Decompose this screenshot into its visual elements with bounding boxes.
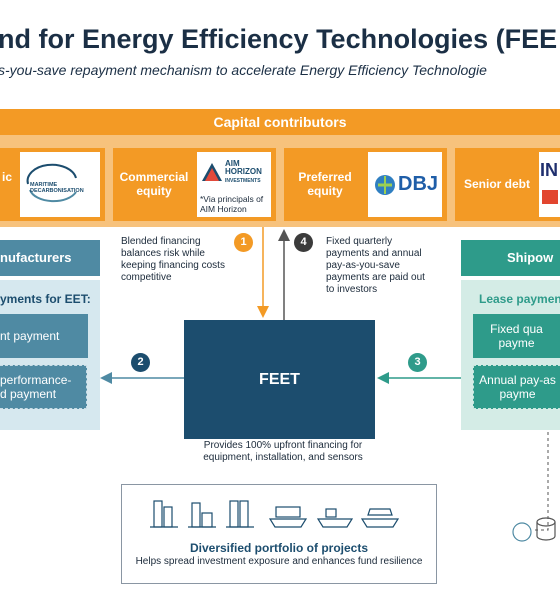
cruise-ship-icon: [360, 508, 400, 528]
mpa-logo-icon: [26, 163, 77, 203]
dbj-text: DBJ: [398, 173, 439, 195]
portfolio-title: Diversified portfolio of projects: [189, 541, 369, 555]
ing-text: IN: [540, 160, 558, 180]
contributor-tile-senior-debt: Senior debt IN: [455, 148, 560, 221]
aim-horizon-logo: AIM HORIZON INVESTMENTS *Via principals …: [197, 152, 271, 217]
ing-lion-icon: [542, 190, 558, 204]
upfront-payment-box: nt payment: [0, 314, 88, 358]
step-4-badge: 4: [294, 233, 313, 252]
investments-text: INVESTMENTS: [225, 178, 261, 184]
payments-for-eet-title: yments for EET:: [0, 292, 91, 306]
container-ship-icon: [268, 506, 308, 528]
silo-icon: [188, 502, 216, 528]
lease-payments-title: Lease payment: [479, 292, 560, 306]
portfolio-box: Diversified portfolio of projects Helps …: [121, 484, 437, 584]
manufacturers-panel: yments for EET: nt payment performance-d…: [0, 280, 100, 430]
page-title: nd for Energy Efficiency Technologies (F…: [0, 24, 558, 54]
feet-fund-box: FEET: [184, 320, 375, 439]
contributor-1-logo-text: MARITIME DECARBONISATION: [30, 182, 84, 194]
contributor-tile-1: ic MARITIME DECARBONISATION: [0, 148, 105, 221]
manufacturers-header: nufacturers: [0, 240, 100, 276]
portfolio-subtitle: Helps spread investment exposure and enh…: [135, 556, 423, 567]
capital-contributors-bar: Capital contributors: [0, 109, 560, 135]
refinery-icon: [150, 500, 178, 528]
hand-money-icon: [512, 522, 532, 542]
horizon-text: HORIZON: [225, 167, 262, 176]
step-2-badge: 2: [131, 353, 150, 372]
step-3-badge: 3: [408, 353, 427, 372]
senior-debt-label: Senior debt: [463, 177, 530, 191]
shipowners-header: Shipow: [461, 240, 560, 276]
investment-icons: [512, 517, 556, 542]
dbj-logo: DBJ: [368, 152, 442, 217]
project-icons: [150, 500, 400, 528]
contributor-1-logo: MARITIME DECARBONISATION: [20, 152, 100, 217]
cargo-ship-icon: [316, 508, 354, 528]
coin-stack-icon: [536, 517, 556, 527]
performance-payment-box: performance-d payment: [0, 365, 87, 409]
aim-horizon-icon: [202, 163, 222, 181]
page-subtitle: s-you-save repayment mechanism to accele…: [0, 62, 487, 78]
senior-debt-logo: IN: [539, 152, 560, 217]
factory-icon: [226, 500, 254, 528]
contributor-1-label: ic: [1, 170, 12, 184]
dbj-globe-icon: [375, 175, 395, 195]
step-1-badge: 1: [234, 233, 253, 252]
aim-text: AIM: [225, 159, 240, 168]
